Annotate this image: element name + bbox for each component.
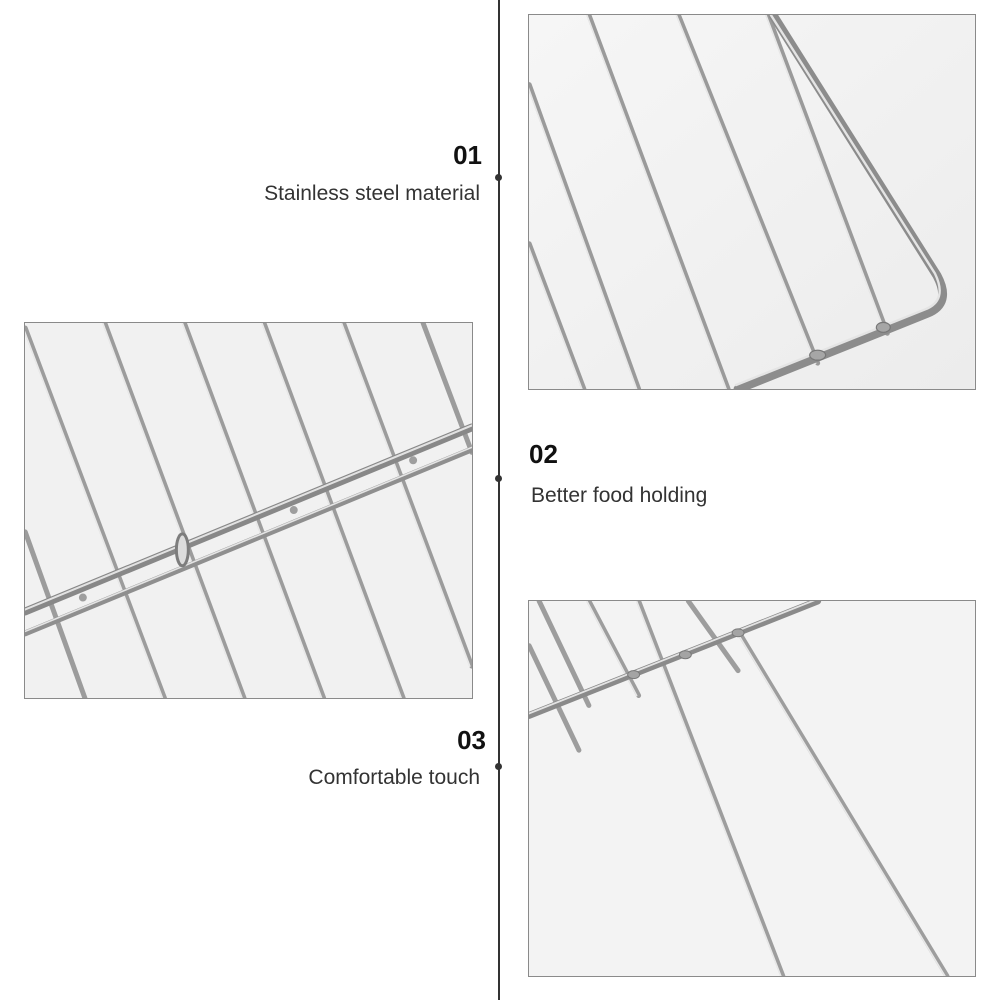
rack-long-wires-illustration <box>529 601 975 976</box>
feature-number-03: 03 <box>457 725 486 755</box>
timeline-dot-02 <box>495 475 502 482</box>
rack-crossbar-illustration <box>25 323 472 698</box>
timeline-line <box>498 0 500 1000</box>
product-photo-long-wires <box>528 600 976 977</box>
feature-caption-02: Better food holding <box>531 484 708 507</box>
rack-corner-illustration <box>529 15 975 389</box>
feature-caption-01: Stainless steel material <box>264 182 480 205</box>
feature-caption-03: Comfortable touch <box>308 766 480 789</box>
feature-number-02: 02 <box>529 439 558 469</box>
feature-number-01: 01 <box>453 140 482 170</box>
product-photo-crossbar <box>24 322 473 699</box>
timeline-dot-03 <box>495 763 502 770</box>
timeline-dot-01 <box>495 174 502 181</box>
product-photo-corner <box>528 14 976 390</box>
